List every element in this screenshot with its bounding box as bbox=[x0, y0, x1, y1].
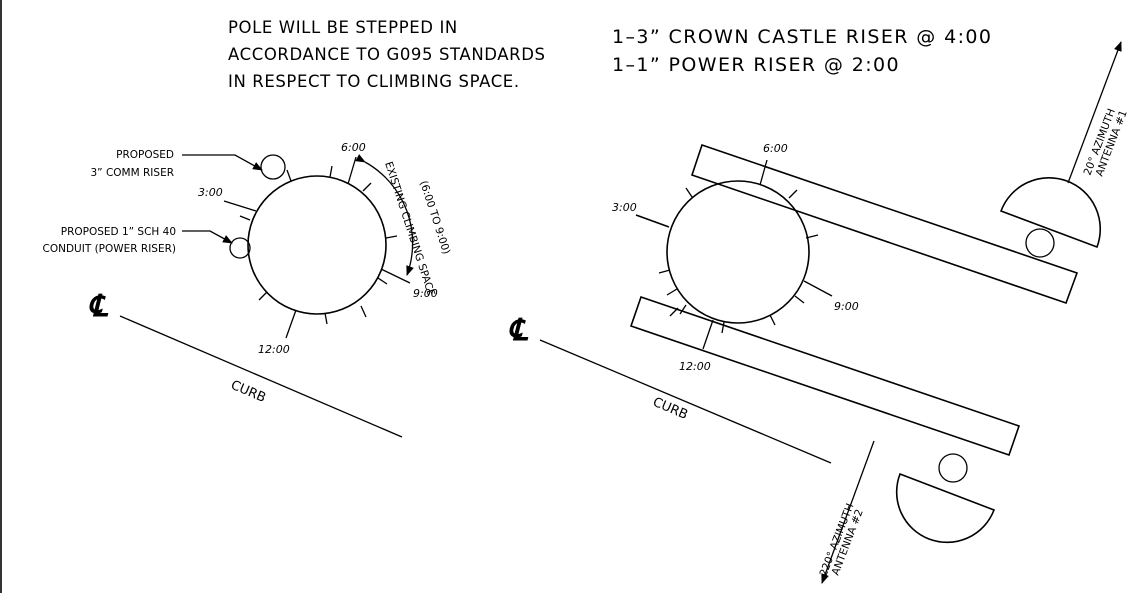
left-12-leader bbox=[285, 309, 297, 339]
left-comm-riser bbox=[260, 154, 286, 180]
stepping-note-line1: POLE WILL BE STEPPED IN bbox=[228, 18, 458, 37]
left-step-ticks bbox=[239, 165, 398, 325]
right-clock-9: 9:00 bbox=[834, 300, 859, 313]
antenna-2-body bbox=[895, 472, 996, 544]
right-clock-3: 3:00 bbox=[612, 201, 637, 214]
left-9-leader bbox=[380, 268, 411, 284]
left-3-leader bbox=[223, 200, 257, 212]
antenna-2-azimuth-arrow bbox=[821, 440, 875, 584]
antenna-1-azimuth-arrow bbox=[1067, 41, 1122, 184]
riser-note-line1: 1–3” CROWN CASTLE RISER @ 4:00 bbox=[612, 26, 992, 48]
right-clock-12: 12:00 bbox=[679, 360, 711, 373]
lower-mounting-arm bbox=[629, 295, 1021, 457]
riser-note-line2: 1–1” POWER RISER @ 2:00 bbox=[612, 54, 900, 76]
climbing-space-arc bbox=[355, 154, 414, 276]
right-9-leader bbox=[803, 280, 833, 297]
comm-riser-leader bbox=[182, 154, 263, 171]
left-clock-6: 6:00 bbox=[341, 141, 366, 154]
right-6-leader bbox=[759, 159, 768, 186]
upper-mounting-arm bbox=[690, 143, 1079, 305]
right-clock-6: 6:00 bbox=[763, 142, 788, 155]
right-centerline-symbol: ℄ bbox=[508, 313, 529, 348]
right-pole-plan: 3:00 6:00 9:00 12:00 20° AZIMUTH ANTENNA… bbox=[508, 41, 1130, 584]
left-curb-line bbox=[119, 315, 403, 438]
right-curb-line bbox=[539, 339, 832, 464]
conduit-leader bbox=[182, 230, 233, 244]
conduit-label-line1: PROPOSED 1” SCH 40 bbox=[61, 226, 176, 238]
comm-riser-label-line2: 3” COMM RISER bbox=[91, 167, 175, 179]
left-curb-label: CURB bbox=[228, 378, 268, 406]
right-step-ticks bbox=[658, 187, 819, 334]
stepping-note-line2: ACCORDANCE TO G095 STANDARDS bbox=[228, 45, 546, 64]
left-pole-plan: PROPOSED 3” COMM RISER PROPOSED 1” SCH 4… bbox=[43, 141, 452, 438]
left-clock-3: 3:00 bbox=[198, 186, 223, 199]
left-centerline-symbol: ℄ bbox=[88, 289, 109, 324]
antenna-2-mount bbox=[938, 453, 968, 483]
left-clock-12: 12:00 bbox=[258, 343, 290, 356]
left-6-leader bbox=[347, 156, 357, 185]
antenna-1-body bbox=[999, 176, 1102, 249]
conduit-label-line2: CONDUIT (POWER RISER) bbox=[43, 243, 177, 255]
left-power-conduit bbox=[229, 237, 251, 259]
comm-riser-label-line1: PROPOSED bbox=[116, 149, 174, 161]
riser-note: 1–3” CROWN CASTLE RISER @ 4:00 1–1” POWE… bbox=[612, 26, 992, 76]
right-pole bbox=[666, 180, 810, 324]
stepping-note: POLE WILL BE STEPPED IN ACCORDANCE TO G0… bbox=[228, 18, 546, 91]
right-3-leader bbox=[635, 214, 670, 228]
left-clock-9: 9:00 bbox=[413, 287, 438, 300]
right-curb-label: CURB bbox=[650, 395, 690, 423]
climbing-label-line1: (6:00 TO 9:00) bbox=[417, 179, 452, 256]
left-pole bbox=[247, 175, 387, 315]
antenna-1-mount bbox=[1025, 228, 1055, 258]
right-12-leader bbox=[702, 319, 714, 350]
stepping-note-line3: IN RESPECT TO CLIMBING SPACE. bbox=[228, 72, 520, 91]
